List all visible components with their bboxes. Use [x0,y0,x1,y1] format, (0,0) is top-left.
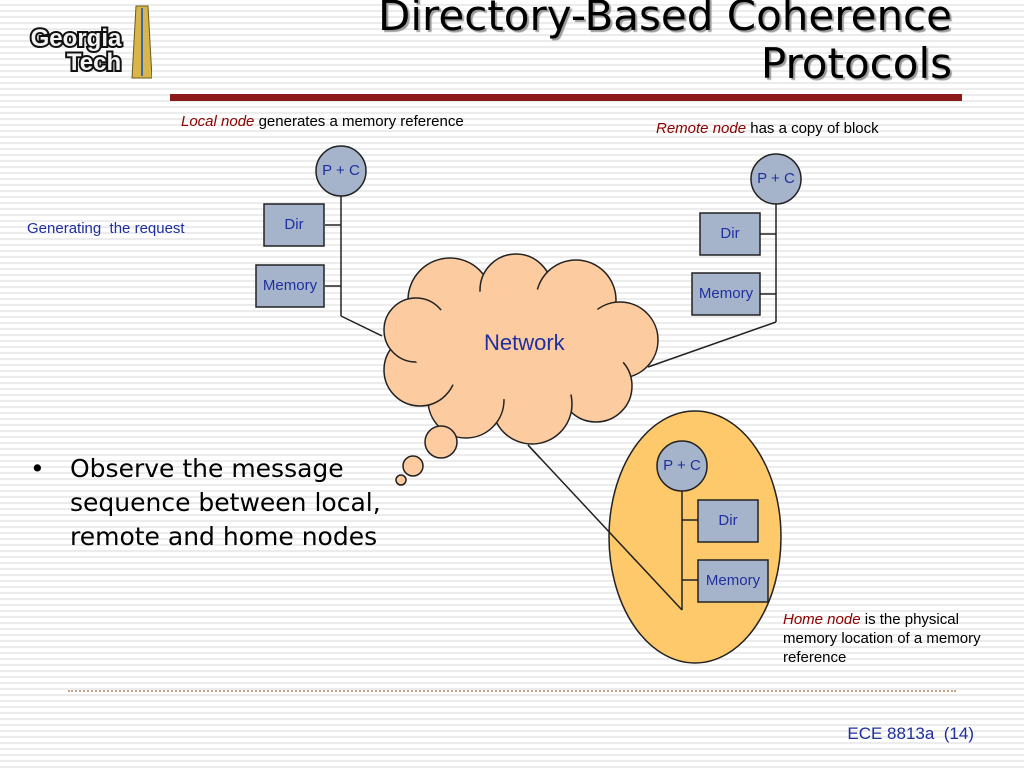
local-node-caption: Local node generates a memory reference [181,113,464,130]
slide-title-line1: Directory-Based Coherence [378,0,952,40]
remote-pc-circle [750,153,802,205]
home-pc-label: P + C [663,457,701,474]
home-node-term: Home node [783,611,861,628]
remote-node-description: has a copy of block [746,120,879,137]
slide-title-line2: Protocols [760,39,952,88]
georgia-tech-logo: Georgia Tech [29,5,152,79]
local-pc-circle [315,145,367,197]
slide-footer: ECE 8813a (14) [847,724,974,743]
home-pc-circle [656,440,708,492]
remote-pc-label: P + C [757,170,795,187]
local-dir-label: Dir [284,216,304,233]
local-dir-box [263,203,325,247]
slide-title: Directory-Based Coherence Protocols [252,0,952,88]
logo-text-tech: Tech [67,49,121,76]
logo-text-georgia: Georgia [31,25,122,52]
bullet-text: Observe the message sequence between loc… [70,454,381,551]
home-memory-label: Memory [705,572,761,589]
network-cloud [383,253,659,486]
remote-node-caption: Remote node has a copy of block [656,120,879,137]
remote-node-term: Remote node [656,120,747,137]
local-memory-label: Memory [262,277,318,294]
home-dir-label: Dir [718,512,738,529]
home-node-description: is the physical memory location of a mem… [783,611,981,666]
local-pc-label: P + C [322,162,360,179]
remote-dir-label: Dir [720,225,740,242]
bullet-point: • Observe the message sequence between l… [30,452,390,554]
home-memory-box [697,559,769,603]
network-to-home-link [527,444,541,459]
footer-divider [68,690,956,693]
title-underline-bar [170,94,962,101]
local-node-term: Local node [181,113,255,130]
home-node-caption: Home node is the physical memory locatio… [783,610,993,667]
remote-memory-label: Memory [698,285,754,302]
home-dir-box [697,499,759,543]
remote-dir-box [699,212,761,256]
network-label: Network [484,330,565,355]
home-node-wiring [527,444,698,611]
remote-memory-box [691,272,761,316]
remote-node-wiring [647,204,777,368]
bullet-symbol: • [30,454,45,483]
local-memory-box [255,264,325,308]
generating-request-caption: Generating the request [27,220,185,237]
local-node-description: generates a memory reference [254,113,464,130]
local-node-wiring [325,195,383,337]
